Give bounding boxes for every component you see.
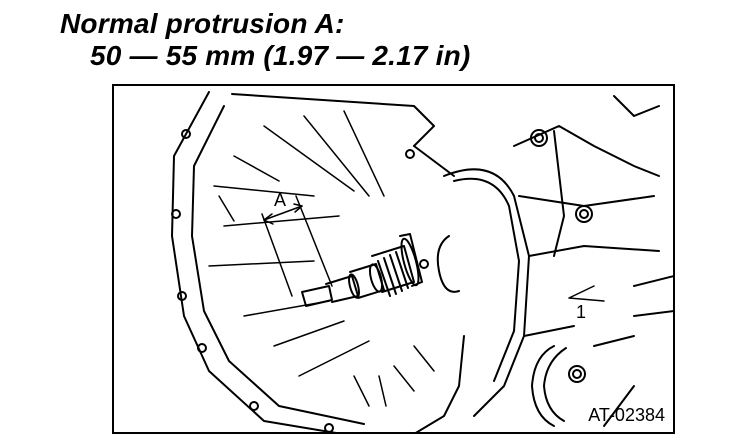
heading-measurement: 50 — 55 mm (1.97 — 2.17 in)	[90, 40, 471, 71]
dimension-a-indicator	[261, 195, 333, 297]
case-right-section	[513, 125, 660, 177]
figure-code: AT-02384	[588, 405, 665, 425]
transmission-housing-illustration	[171, 91, 673, 432]
dimension-a-label: A	[274, 190, 287, 210]
specification-heading: Normal protrusion A: 50 — 55 mm (1.97 — …	[60, 8, 470, 72]
callout-number-1: 1	[576, 302, 587, 322]
case-bolt-heads	[530, 129, 593, 383]
heading-title: Normal protrusion A:	[60, 8, 345, 39]
callout-1-leader	[568, 285, 605, 302]
housing-inner-outline	[191, 105, 365, 425]
diagram-frame: A 1 AT-02384	[112, 84, 675, 434]
housing-flange-outline	[171, 91, 465, 432]
case-bore-rim	[443, 168, 530, 417]
flange-bolt-holes	[171, 129, 429, 432]
input-shaft	[301, 233, 423, 307]
